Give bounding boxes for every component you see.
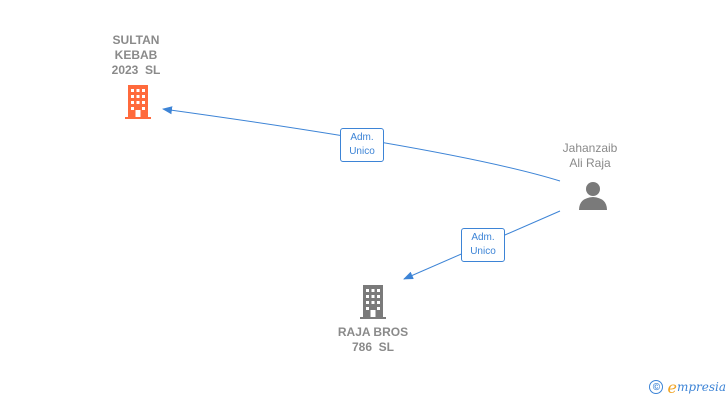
brand-logo-initial: e: [667, 377, 677, 397]
copyright-icon: ©: [649, 380, 664, 394]
node-label-line: SULTAN: [112, 33, 160, 47]
node-label-line: Jahanzaib: [562, 141, 618, 155]
node-label-sultan-kebab[interactable]: SULTAN KEBAB 2023 SL: [86, 33, 186, 78]
edge-line-jahanzaib-to-sultan-kebab: [162, 106, 561, 182]
edge-role-line: Unico: [470, 246, 496, 257]
node-label-line: 786 SL: [351, 340, 395, 354]
node-label-raja-bros[interactable]: RAJA BROS 786 SL: [321, 325, 425, 355]
node-label-line: 2023 SL: [111, 63, 161, 77]
edge-role-badge[interactable]: Adm. Unico: [340, 128, 384, 162]
brand-logo-text: mpresia: [676, 380, 726, 394]
node-label-line: KEBAB: [114, 48, 158, 62]
edge-role-line: Adm.: [350, 132, 374, 143]
node-label-line: RAJA BROS: [337, 325, 409, 339]
node-label-line: Ali Raja: [569, 156, 611, 170]
edge-role-line: Adm.: [471, 232, 495, 243]
building-icon[interactable]: [121, 84, 155, 120]
brand-watermark: © e mpresia: [649, 377, 726, 397]
edge-role-line: Unico: [349, 146, 375, 157]
building-icon[interactable]: [356, 284, 390, 320]
node-label-jahanzaib[interactable]: Jahanzaib Ali Raja: [538, 141, 642, 171]
person-icon[interactable]: [577, 180, 609, 212]
edge-role-badge[interactable]: Adm. Unico: [461, 228, 505, 262]
